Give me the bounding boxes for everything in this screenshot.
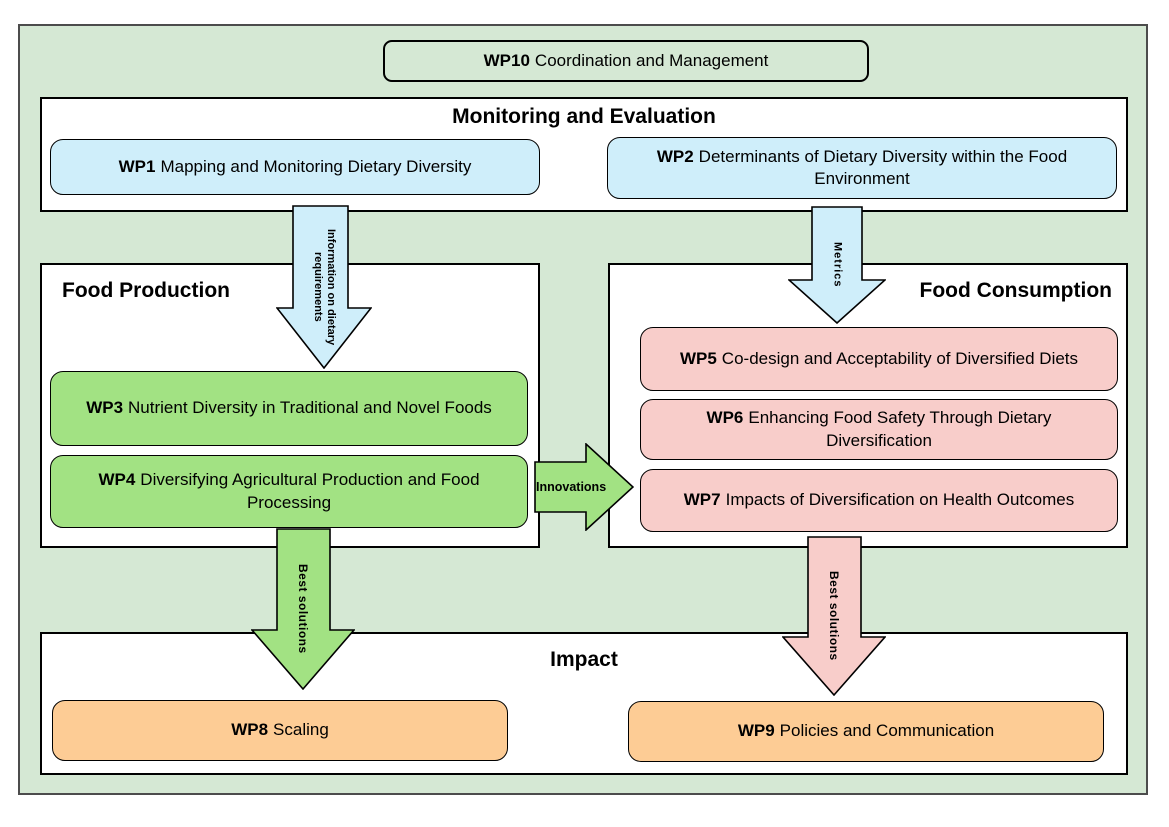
- down-arrow-icon: [251, 528, 355, 690]
- wp-id-label: WP10: [483, 51, 530, 70]
- arrow-label: Best solutions: [296, 564, 311, 654]
- wp-title-label: Enhancing Food Safety Through Dietary Di…: [748, 408, 1052, 450]
- wp-title-label: Impacts of Diversification on Health Out…: [725, 490, 1075, 510]
- arrow-metrics: Metrics: [788, 206, 886, 324]
- wp-id-label: WP9: [737, 721, 775, 741]
- wp-id-label: WP6: [706, 408, 744, 428]
- wp-id-label: WP2: [656, 146, 694, 166]
- arrow-label: Innovations: [536, 480, 607, 494]
- wp-id-label: WP4: [98, 470, 136, 490]
- arrow-best-solutions-left: Best solutions: [251, 528, 355, 690]
- wp-id-label: WP7: [683, 490, 721, 510]
- arrow-label: Best solutions: [827, 571, 842, 661]
- arrow-innovations: Innovations: [534, 443, 634, 531]
- section-title-monitoring-evaluation: Monitoring and Evaluation: [452, 105, 716, 128]
- arrow-label-wrap: Information on dietary requirements: [276, 205, 372, 369]
- wp-title-label: Co-design and Acceptability of Diversifi…: [721, 348, 1079, 368]
- wp-id-label: WP8: [231, 720, 269, 740]
- wp-title-label: Determinants of Dietary Diversity within…: [698, 146, 1068, 188]
- section-title-impact: Impact: [550, 648, 618, 671]
- wp-title-label: Nutrient Diversity in Traditional and No…: [128, 398, 492, 418]
- down-arrow-icon: [276, 205, 372, 369]
- wp-id-label: WP5: [679, 348, 717, 368]
- section-title-food-production: Food Production: [62, 279, 230, 302]
- arrow-information-dietary-requirements: Information on dietary requirements: [276, 205, 372, 369]
- wp-title-label: Coordination and Management: [534, 51, 769, 70]
- wp-title-label: Policies and Communication: [779, 721, 995, 741]
- down-arrow-icon: [782, 536, 886, 696]
- wp-id-label: WP3: [86, 398, 124, 418]
- wp-id-label: WP1: [118, 156, 156, 176]
- arrow-label-wrap: Best solutions: [251, 528, 355, 690]
- arrow-label: Metrics: [831, 242, 844, 288]
- arrow-label-wrap: Best solutions: [782, 536, 886, 696]
- wp-title-label: Scaling: [273, 720, 329, 740]
- wp-title-label: Diversifying Agricultural Production and…: [140, 470, 480, 512]
- down-arrow-icon: [788, 206, 886, 324]
- section-title-food-consumption: Food Consumption: [919, 279, 1112, 302]
- arrow-label-wrap: Metrics: [788, 206, 886, 324]
- wp-title-label: Mapping and Monitoring Dietary Diversity: [160, 156, 472, 176]
- arrow-label: Information on dietary requirements: [312, 228, 338, 346]
- right-arrow-icon: [534, 443, 634, 531]
- arrow-best-solutions-right: Best solutions: [782, 536, 886, 696]
